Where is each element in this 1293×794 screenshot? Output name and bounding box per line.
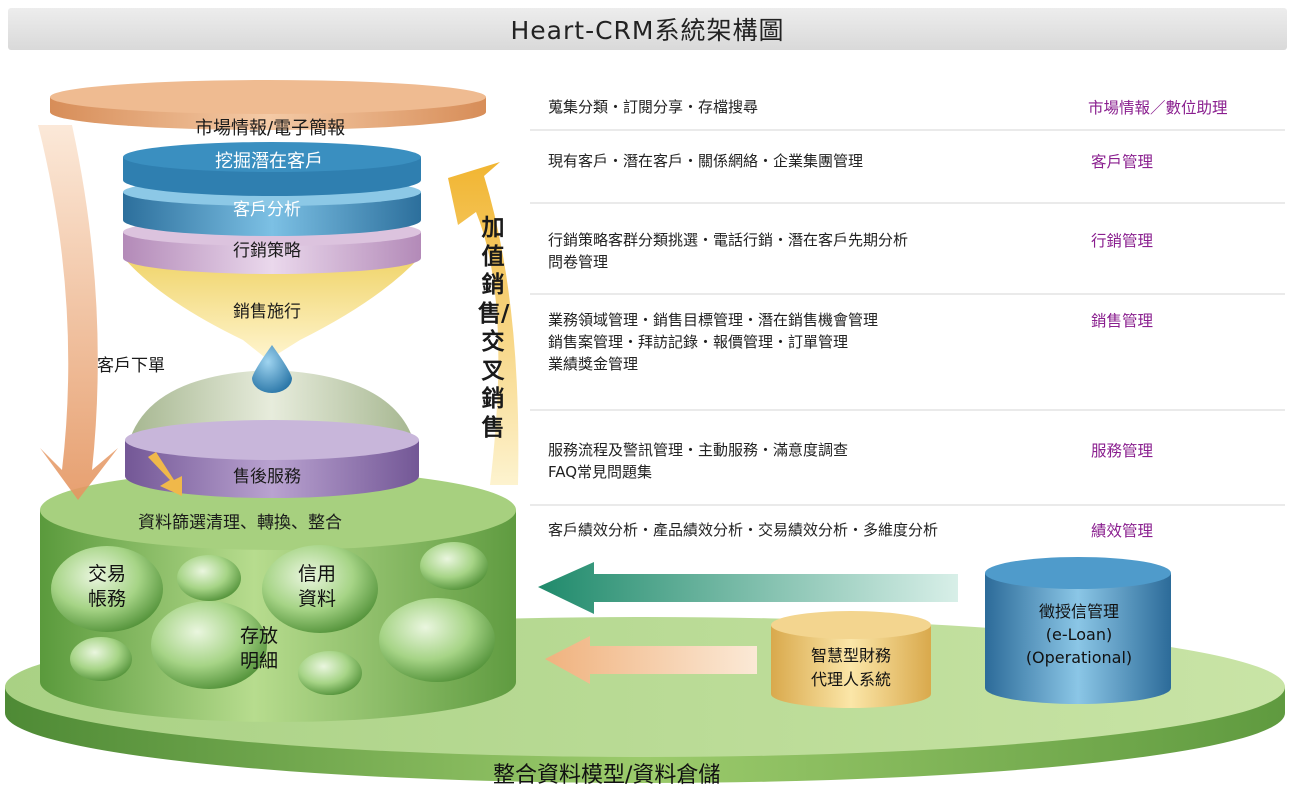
merge-arrow (148, 452, 182, 496)
module-market: 市場情報／數位助理 (1088, 99, 1228, 117)
foundation-label: 整合資料模型/資料倉儲 (493, 763, 721, 788)
bubble-trade-label: 交易帳務 (87, 563, 126, 610)
feature-sales: 業務領域管理・銷售目標管理・潛在銷售機會管理 銷售案管理・拜訪記錄・報價管理・訂… (548, 311, 879, 373)
module-customer: 客戶管理 (1091, 153, 1154, 171)
order-arrow (38, 125, 118, 500)
drop-icon (252, 345, 292, 393)
module-performance: 績效管理 (1091, 522, 1154, 540)
feature-market: 蒐集分類・訂閱分享・存檔搜尋 (548, 98, 759, 116)
order-label: 客戶下單 (97, 356, 165, 376)
data-bubbles (51, 542, 495, 695)
agent-cylinder (771, 611, 931, 708)
service-dome (125, 370, 419, 498)
data-clean-label: 資料篩選清理、轉換、整合 (138, 513, 342, 533)
module-service: 服務管理 (1091, 442, 1154, 460)
analysis-label: 客戶分析 (233, 200, 301, 220)
market-disc (50, 80, 486, 130)
teal-arrow (538, 562, 958, 614)
upsell-label: 加值銷售/交叉銷售 (478, 215, 510, 441)
feature-dividers (530, 129, 1285, 506)
sales-cone (123, 257, 420, 360)
upsell-arrow (448, 162, 519, 485)
module-sales: 銷售管理 (1091, 312, 1154, 330)
bubble-deposit-label: 存放明細 (239, 625, 278, 672)
service-label: 售後服務 (233, 467, 301, 487)
diagram-title: Heart-CRM系統架構圖 (8, 8, 1287, 50)
prospect-label: 挖掘潛在客戶 (215, 151, 323, 172)
peach-arrow (545, 636, 757, 684)
strategy-label: 行銷策略 (233, 241, 301, 261)
bubble-credit-label: 信用資料 (297, 563, 336, 610)
feature-service: 服務流程及警訊管理・主動服務・滿意度調查 FAQ常見問題集 (548, 441, 849, 481)
module-marketing: 行銷管理 (1091, 232, 1154, 250)
feature-customer: 現有客戶・潛在客戶・關係網絡・企業集團管理 (548, 152, 864, 170)
eloan-label: 徵授信管理(e-Loan)(Operational) (1025, 602, 1133, 667)
prospect-layer (123, 142, 421, 196)
feature-marketing: 行銷策略客群分類挑選・電話行銷・潛在客戶先期分析 問卷管理 (548, 231, 909, 271)
feature-performance: 客戶績效分析・產品績效分析・交易績效分析・多維度分析 (548, 521, 939, 539)
eloan-cylinder (985, 557, 1171, 704)
market-disc-label: 市場情報/電子簡報 (195, 118, 346, 139)
sales-label: 銷售施行 (233, 302, 301, 322)
agent-label: 智慧型財務代理人系統 (810, 646, 891, 689)
